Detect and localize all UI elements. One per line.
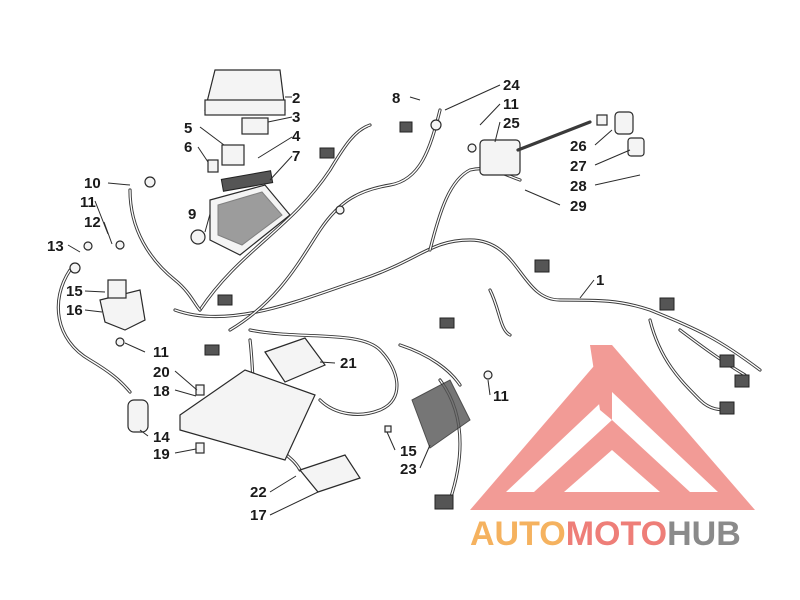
callout-24: 24: [503, 77, 520, 94]
callout-25: 25: [503, 115, 520, 132]
watermark-moto-text: MOTO: [565, 515, 668, 553]
callout-11-right: 11: [493, 388, 509, 405]
callout-labels: 2 3 4 5 6 7 8 24 11 25 26 27 28 29 10 11…: [47, 77, 604, 524]
callout-11-left: 11: [80, 194, 96, 211]
callout-7: 7: [292, 148, 300, 165]
fuse-box-cover: [204, 69, 286, 116]
voltage-regulator: [411, 379, 471, 449]
watermark-auto-text: AUTO: [470, 515, 566, 553]
callout-27: 27: [570, 158, 587, 175]
callout-5: 5: [184, 120, 192, 137]
screws: [195, 384, 392, 454]
callout-19: 19: [153, 446, 170, 463]
leader-lines: [67, 84, 641, 516]
callout-13: 13: [47, 238, 64, 255]
main-harness: [56, 108, 762, 502]
callout-9: 9: [188, 206, 196, 223]
ignition-coil: [479, 111, 645, 176]
connectors: [69, 119, 750, 510]
callout-16: 16: [66, 302, 83, 319]
callout-2: 2: [292, 90, 300, 107]
gasket-sheet: [298, 454, 361, 493]
callout-10: 10: [84, 175, 101, 192]
callout-28: 28: [570, 178, 587, 195]
watermark-hub-text: HUB: [667, 515, 741, 553]
callout-6: 6: [184, 139, 192, 156]
callout-29: 29: [570, 198, 587, 215]
callout-1: 1: [596, 272, 604, 289]
watermark-logo: [470, 345, 755, 510]
clamp-part-9: [190, 229, 206, 245]
callout-20: 20: [153, 364, 170, 381]
watermark-brand-text: AUTOMOTOHUB: [470, 515, 741, 554]
fuse-box: [209, 184, 291, 256]
callout-17: 17: [250, 507, 267, 524]
callout-12: 12: [84, 214, 101, 231]
relays: [207, 117, 269, 173]
cdi-module: [264, 337, 326, 383]
callout-18: 18: [153, 383, 170, 400]
callout-15-right: 15: [400, 443, 417, 460]
mounting-plate: [179, 369, 316, 461]
starter-solenoid: [99, 279, 146, 331]
callout-4: 4: [292, 128, 301, 145]
terminal-cap-14: [127, 399, 149, 433]
callout-14: 14: [153, 429, 170, 446]
callout-23: 23: [400, 461, 417, 478]
callout-8: 8: [392, 90, 400, 107]
callout-21: 21: [340, 355, 357, 372]
callout-3: 3: [292, 109, 300, 126]
fuses-strip: [220, 170, 274, 192]
callout-15-left: 15: [66, 283, 83, 300]
callout-11-mid: 11: [153, 344, 169, 361]
callout-26: 26: [570, 138, 587, 155]
callout-11-top: 11: [503, 96, 519, 113]
callout-22: 22: [250, 484, 267, 501]
